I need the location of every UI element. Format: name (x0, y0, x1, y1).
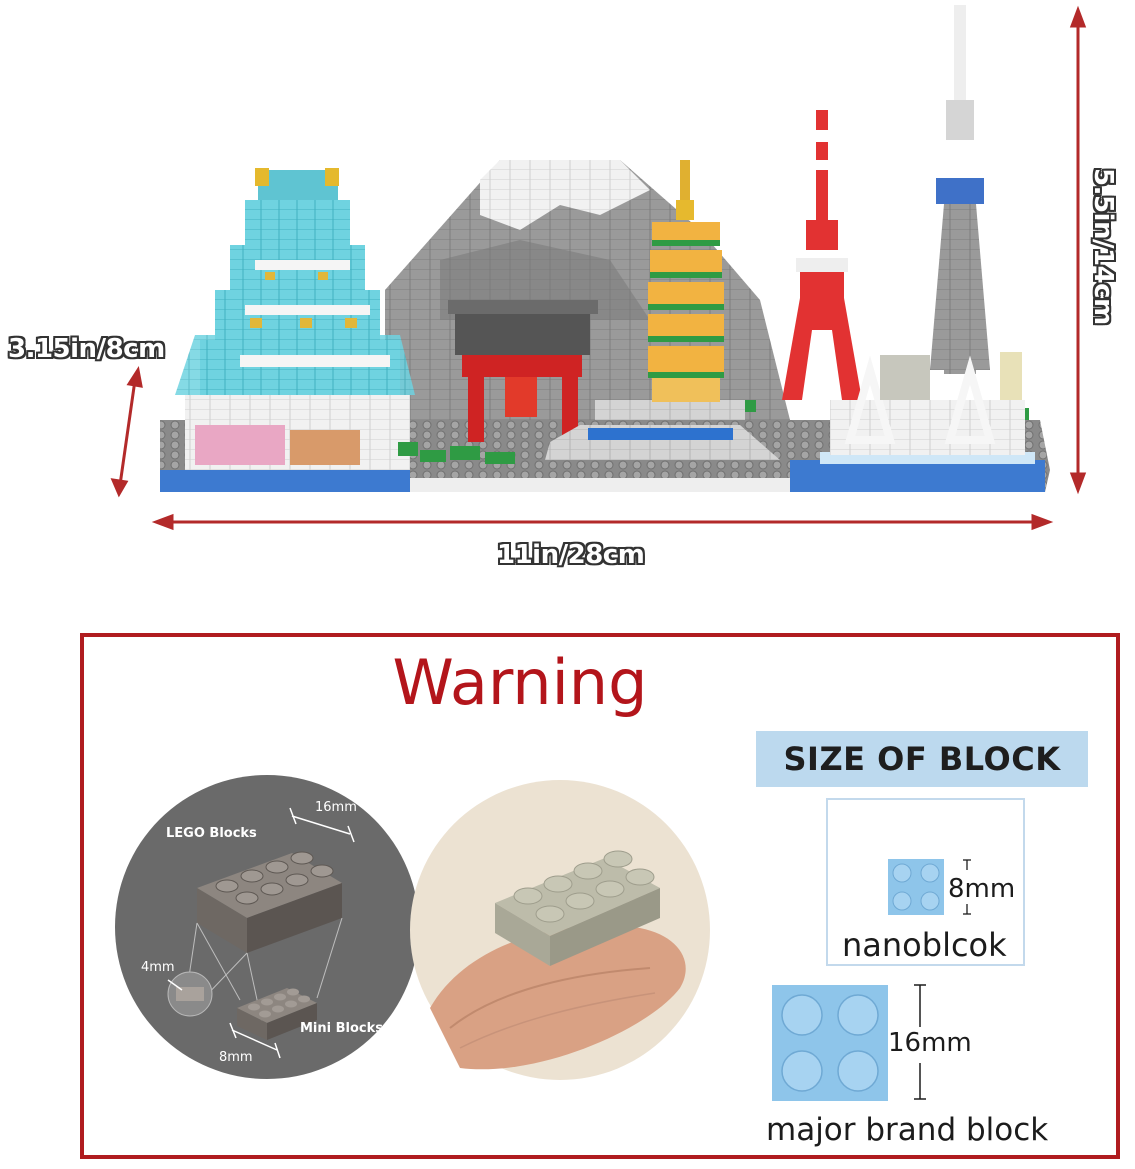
lego-blocks-label: LEGO Blocks (166, 826, 257, 841)
nanoblock-size-label: 8mm (948, 874, 1016, 904)
size-of-block-banner: SIZE OF BLOCK (756, 731, 1088, 787)
major-brand-brick-icon (772, 985, 888, 1101)
major-brand-measure-bracket (914, 984, 926, 1100)
nanoblock-brick-icon (888, 859, 944, 915)
major-brand-name-label: major brand block (766, 1112, 1049, 1148)
mini-blocks-label: Mini Blocks (300, 1021, 384, 1036)
mini-size-label: 8mm (219, 1050, 253, 1065)
dimension-arrows (110, 5, 1087, 531)
lego-size-label: 16mm (315, 800, 357, 815)
nanoblock-name-label: nanoblcok (842, 926, 1007, 964)
lego-vs-mini-comparison-image (115, 775, 419, 1079)
mini-height-label: 4mm (141, 960, 175, 975)
nanoblock-measure-bracket (963, 859, 971, 915)
width-dimension-label: 11in/28cm (497, 540, 645, 570)
height-dimension-label: 5.5in/14cm (1088, 168, 1118, 325)
major-brand-size-label: 16mm (888, 1028, 972, 1058)
depth-dimension-label: 3.15in/8cm (8, 334, 165, 364)
fingertip-block-photo (410, 780, 710, 1080)
skyline-model-image (110, 5, 1087, 531)
warning-box (80, 633, 1120, 1159)
warning-title: Warning (392, 646, 648, 719)
nanoblock-panel (826, 798, 1025, 966)
